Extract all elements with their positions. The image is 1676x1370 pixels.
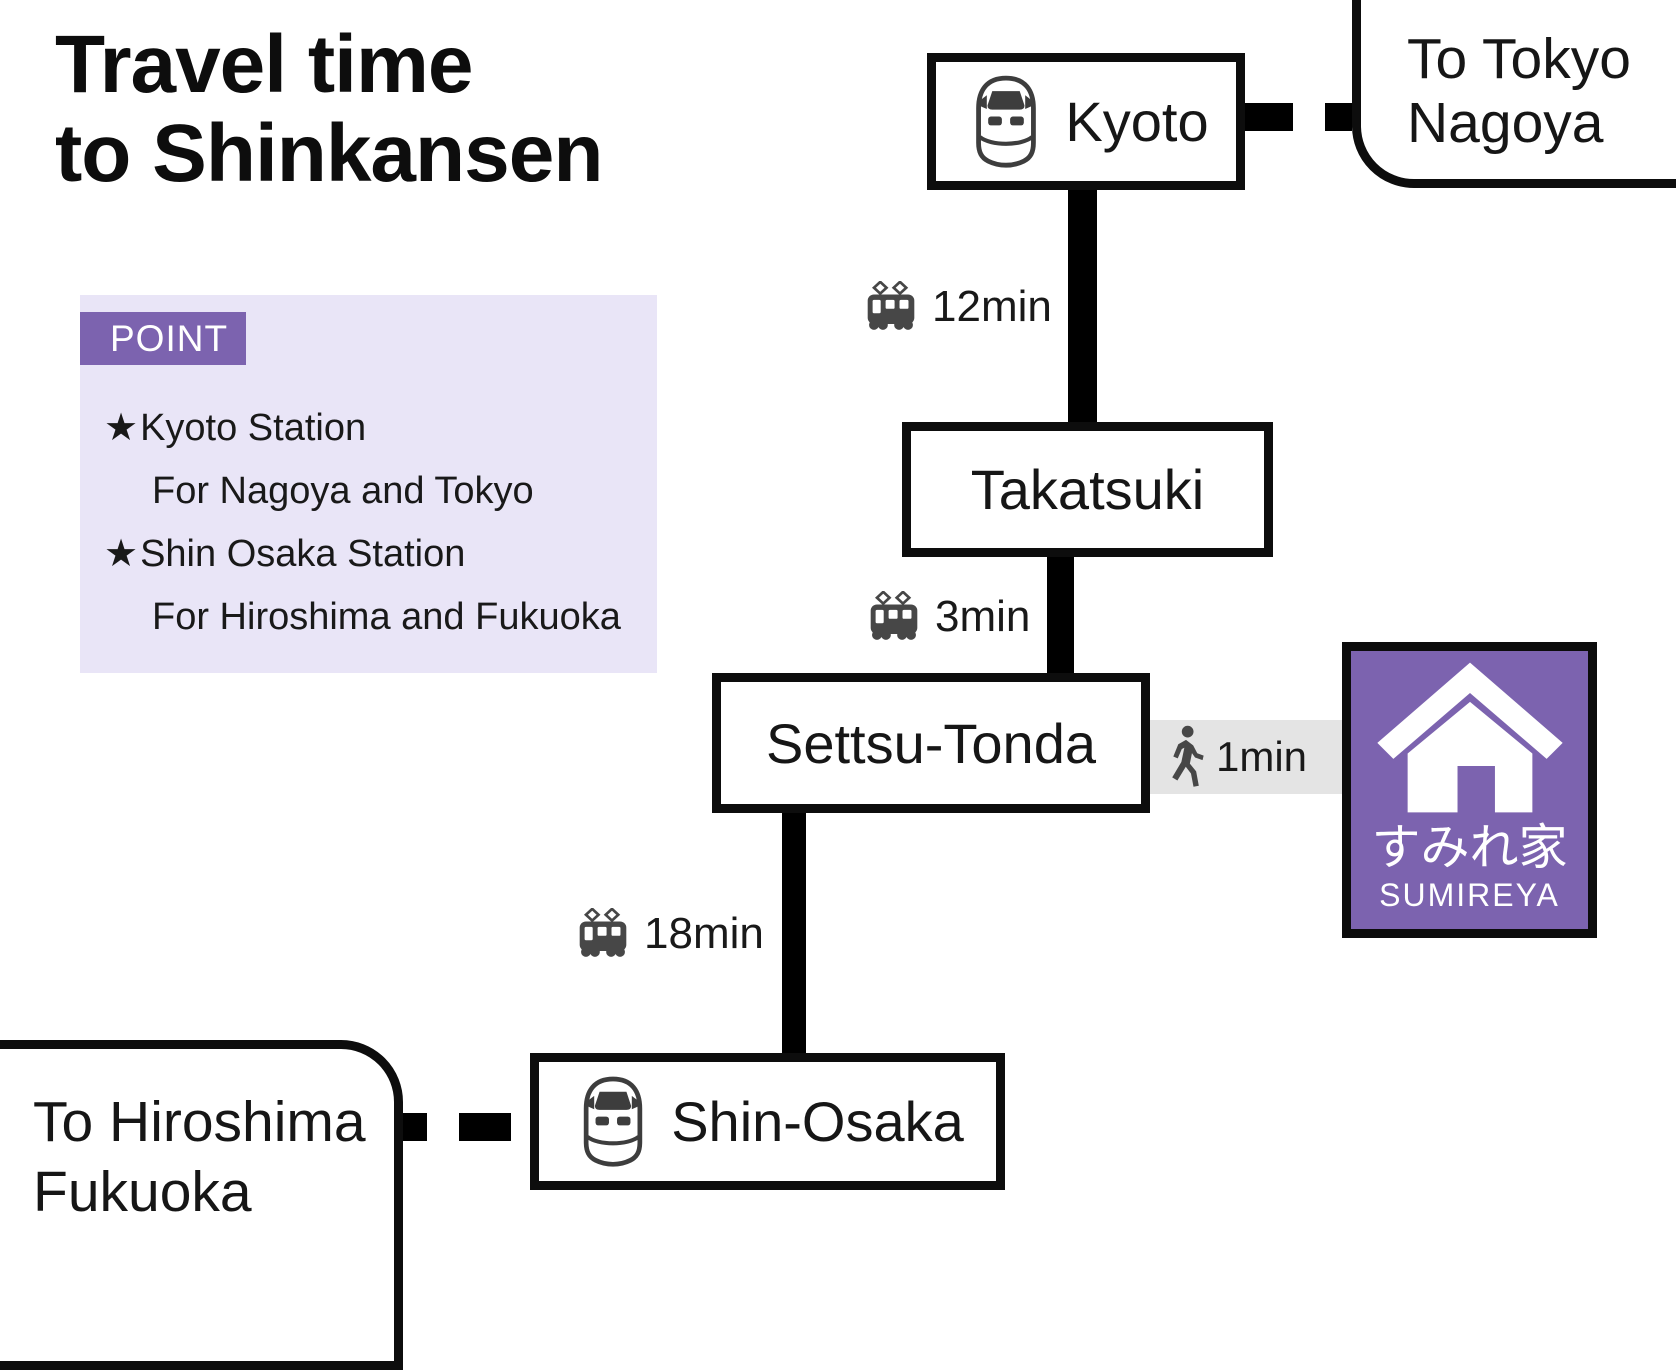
segment-time: 3min	[935, 592, 1031, 641]
dashed-line-to-tokyo	[1325, 103, 1352, 131]
point-item-label: For Hiroshima and Fukuoka	[152, 596, 621, 638]
station-label: Takatsuki	[970, 458, 1205, 521]
shinkansen-icon	[963, 74, 1049, 170]
dashed-line-to-tokyo	[1243, 103, 1293, 131]
terminal-label-line2: Nagoya	[1407, 91, 1604, 155]
point-item-shinosaka: ★Shin Osaka Station	[104, 523, 621, 586]
rail-line-kyoto-takatsuki	[1068, 185, 1097, 425]
point-item-label: For Nagoya and Tokyo	[152, 470, 534, 512]
walk-connector: 1min	[1150, 720, 1342, 794]
local-train-icon	[866, 281, 916, 332]
segment-time: 18min	[644, 909, 764, 958]
destination-name-english: SUMIREYA	[1379, 877, 1560, 913]
point-item-kyoto-detail: For Nagoya and Tokyo	[104, 460, 621, 523]
terminal-label-line1: To Tokyo	[1407, 27, 1631, 91]
point-item-shinosaka-detail: For Hiroshima and Fukuoka	[104, 586, 621, 649]
station-box-takatsuki: Takatsuki	[902, 422, 1273, 557]
terminal-label: To Hiroshima Fukuoka	[33, 1087, 366, 1227]
destination-box-sumireya: すみれ家 SUMIREYA	[1342, 642, 1597, 938]
star-icon: ★	[104, 533, 139, 575]
star-icon: ★	[104, 407, 139, 449]
point-list: ★Kyoto Station For Nagoya and Tokyo ★Shi…	[104, 397, 621, 649]
local-train-icon	[869, 591, 919, 642]
page-title-line2: to Shinkansen	[55, 108, 603, 200]
point-item-label: Shin Osaka Station	[140, 533, 466, 575]
rail-line-settsu-shinosaka	[782, 808, 806, 1058]
station-box-settsu-tonda: Settsu-Tonda	[712, 673, 1150, 813]
segment-label-18min: 18min	[575, 908, 764, 960]
segment-label-12min: 12min	[863, 281, 1052, 333]
walking-person-icon	[1172, 725, 1204, 787]
point-item-label: Kyoto Station	[140, 407, 367, 449]
terminal-label: To Tokyo Nagoya	[1407, 27, 1631, 155]
dashed-line-to-hiroshima	[459, 1113, 511, 1141]
station-label: Kyoto	[1065, 90, 1209, 153]
station-label: Shin-Osaka	[671, 1090, 964, 1153]
station-box-kyoto: Kyoto	[927, 53, 1245, 190]
rail-line-takatsuki-settsu	[1047, 552, 1074, 678]
terminal-label-line2: Fukuoka	[33, 1160, 252, 1224]
local-train-icon	[578, 908, 628, 959]
terminal-box-hiroshima-fukuoka: To Hiroshima Fukuoka	[0, 1040, 403, 1370]
page-title: Travel time to Shinkansen	[55, 19, 603, 200]
house-icon	[1376, 662, 1563, 813]
point-panel: POINT ★Kyoto Station For Nagoya and Toky…	[80, 295, 657, 673]
segment-time: 12min	[932, 282, 1052, 331]
terminal-box-tokyo-nagoya: To Tokyo Nagoya	[1352, 0, 1676, 188]
shinkansen-icon	[571, 1075, 655, 1169]
terminal-label-line1: To Hiroshima	[33, 1090, 366, 1154]
point-panel-header: POINT	[80, 312, 246, 365]
walk-time: 1min	[1216, 733, 1308, 780]
dashed-line-to-hiroshima	[400, 1113, 427, 1141]
destination-name-japanese: すみれ家	[1371, 821, 1568, 875]
station-label: Settsu-Tonda	[766, 711, 1096, 775]
segment-label-3min: 3min	[866, 591, 1030, 643]
point-item-kyoto: ★Kyoto Station	[104, 397, 621, 460]
page-title-line1: Travel time	[55, 19, 473, 110]
station-box-shin-osaka: Shin-Osaka	[530, 1053, 1005, 1190]
